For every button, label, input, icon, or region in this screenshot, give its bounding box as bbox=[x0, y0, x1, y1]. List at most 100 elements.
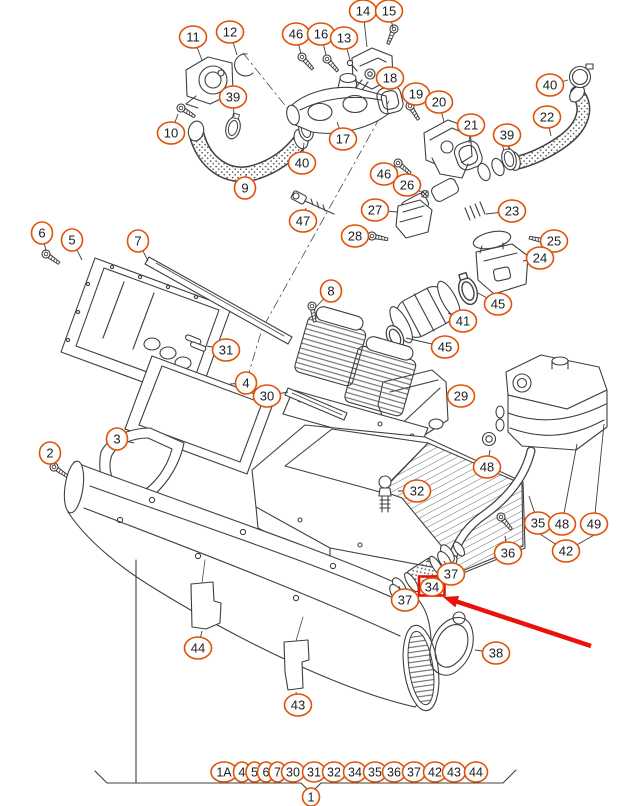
highlight-arrow-head bbox=[443, 596, 460, 608]
callout-38[interactable]: 38 bbox=[481, 641, 511, 665]
callout-9[interactable]: 9 bbox=[233, 176, 257, 200]
callout-46[interactable]: 46 bbox=[369, 162, 399, 186]
callout-label: 45 bbox=[491, 297, 505, 312]
callout-31[interactable]: 31 bbox=[211, 338, 241, 362]
callout-5[interactable]: 5 bbox=[60, 228, 84, 252]
callout-label: 38 bbox=[489, 646, 503, 661]
callout-label: 1A bbox=[216, 766, 232, 780]
callout-14[interactable]: 14 bbox=[348, 0, 378, 23]
callout-29[interactable]: 29 bbox=[446, 384, 476, 408]
callout-label: 18 bbox=[383, 71, 397, 86]
callout-37-legend[interactable]: 37 bbox=[401, 761, 427, 783]
callout-label: 42 bbox=[428, 766, 442, 780]
callout-11[interactable]: 11 bbox=[178, 25, 208, 49]
callout-23[interactable]: 23 bbox=[497, 199, 527, 223]
callout-42[interactable]: 42 bbox=[551, 539, 581, 563]
callout-label: 5 bbox=[68, 233, 75, 248]
callout-22[interactable]: 22 bbox=[532, 105, 562, 129]
callout-31-legend[interactable]: 31 bbox=[301, 761, 327, 783]
callout-label: 6 bbox=[38, 226, 45, 241]
callout-26[interactable]: 26 bbox=[392, 173, 422, 197]
callout-32-legend[interactable]: 32 bbox=[321, 761, 347, 783]
callout-30-legend[interactable]: 30 bbox=[280, 761, 306, 783]
callout-13[interactable]: 13 bbox=[329, 26, 359, 50]
callout-40[interactable]: 40 bbox=[287, 151, 317, 175]
callout-2[interactable]: 2 bbox=[38, 441, 62, 465]
callout-42-legend[interactable]: 42 bbox=[422, 761, 448, 783]
callout-7[interactable]: 7 bbox=[126, 229, 150, 253]
callout-47[interactable]: 47 bbox=[288, 209, 318, 233]
callout-45[interactable]: 45 bbox=[483, 292, 513, 316]
main-air-duct-1 bbox=[63, 460, 440, 712]
pipe-bracket-27 bbox=[395, 178, 460, 239]
callout-3[interactable]: 3 bbox=[105, 427, 129, 451]
callout-21[interactable]: 21 bbox=[456, 113, 486, 137]
callout-8[interactable]: 8 bbox=[319, 279, 343, 303]
blade-7 bbox=[144, 256, 293, 345]
callout-36[interactable]: 36 bbox=[493, 541, 523, 565]
callout-4[interactable]: 4 bbox=[234, 371, 258, 395]
expansion-tank-42 bbox=[444, 354, 608, 570]
callout-39[interactable]: 39 bbox=[492, 123, 522, 147]
callout-34[interactable]: 34 bbox=[419, 577, 445, 597]
callout-label: 49 bbox=[587, 517, 601, 532]
callout-49[interactable]: 49 bbox=[579, 512, 609, 536]
callout-43[interactable]: 43 bbox=[283, 693, 313, 717]
callout-43-legend[interactable]: 43 bbox=[441, 761, 467, 783]
callout-label: 22 bbox=[540, 110, 554, 125]
clamp-39 bbox=[222, 111, 244, 141]
callout-label: 34 bbox=[425, 580, 439, 595]
callout-35[interactable]: 35 bbox=[523, 511, 553, 535]
callout-6[interactable]: 6 bbox=[30, 221, 54, 245]
callout-48[interactable]: 48 bbox=[472, 455, 502, 479]
callout-label: 13 bbox=[337, 31, 351, 46]
callout-label: 31 bbox=[219, 343, 233, 358]
callout-37[interactable]: 37 bbox=[436, 562, 466, 586]
callout-28[interactable]: 28 bbox=[340, 224, 370, 248]
callout-label: 27 bbox=[368, 203, 382, 218]
callout-44[interactable]: 44 bbox=[183, 636, 213, 660]
callout-15[interactable]: 15 bbox=[374, 0, 404, 23]
callout-24[interactable]: 24 bbox=[525, 246, 555, 270]
callout-label: 23 bbox=[505, 204, 519, 219]
callout-label: 32 bbox=[410, 484, 424, 499]
bolt-46 bbox=[295, 50, 317, 73]
highlight-annotation bbox=[417, 575, 592, 649]
callout-25[interactable]: 25 bbox=[539, 229, 569, 253]
callout-label: 47 bbox=[296, 214, 310, 229]
callout-12[interactable]: 12 bbox=[215, 20, 245, 44]
callout-label: 21 bbox=[464, 118, 478, 133]
callout-39[interactable]: 39 bbox=[218, 85, 248, 109]
callout-label: 2 bbox=[46, 446, 53, 461]
callout-label: 36 bbox=[387, 766, 401, 780]
callout-30[interactable]: 30 bbox=[252, 384, 282, 408]
callout-18[interactable]: 18 bbox=[375, 66, 405, 90]
callout-label: 35 bbox=[531, 516, 545, 531]
callout-27[interactable]: 27 bbox=[360, 198, 390, 222]
callout-41[interactable]: 41 bbox=[448, 309, 478, 333]
callout-46[interactable]: 46 bbox=[281, 22, 311, 46]
callout-1-group[interactable]: 1 bbox=[301, 787, 321, 806]
callout-20[interactable]: 20 bbox=[424, 90, 454, 114]
callout-label: 41 bbox=[456, 314, 470, 329]
callout-label: 45 bbox=[438, 340, 452, 355]
callout-48[interactable]: 48 bbox=[547, 512, 577, 536]
bolt-15 bbox=[383, 23, 400, 46]
seal-21 bbox=[453, 140, 483, 171]
callout-45[interactable]: 45 bbox=[430, 335, 460, 359]
callout-17[interactable]: 17 bbox=[328, 127, 358, 151]
callout-40[interactable]: 40 bbox=[535, 73, 565, 97]
callout-35-legend[interactable]: 35 bbox=[362, 761, 388, 783]
callout-37[interactable]: 37 bbox=[390, 588, 420, 612]
callout-32[interactable]: 32 bbox=[402, 479, 432, 503]
filter-frame-4 bbox=[124, 355, 275, 475]
callout-10[interactable]: 10 bbox=[156, 121, 186, 145]
callout-label: 42 bbox=[559, 544, 573, 559]
callout-label: 5 bbox=[251, 766, 258, 780]
callout-label: 19 bbox=[409, 87, 423, 102]
retainer-47 bbox=[290, 190, 335, 215]
callout-44-legend[interactable]: 44 bbox=[463, 761, 489, 783]
callout-label: 30 bbox=[286, 766, 300, 780]
callout-label: 8 bbox=[327, 284, 334, 299]
